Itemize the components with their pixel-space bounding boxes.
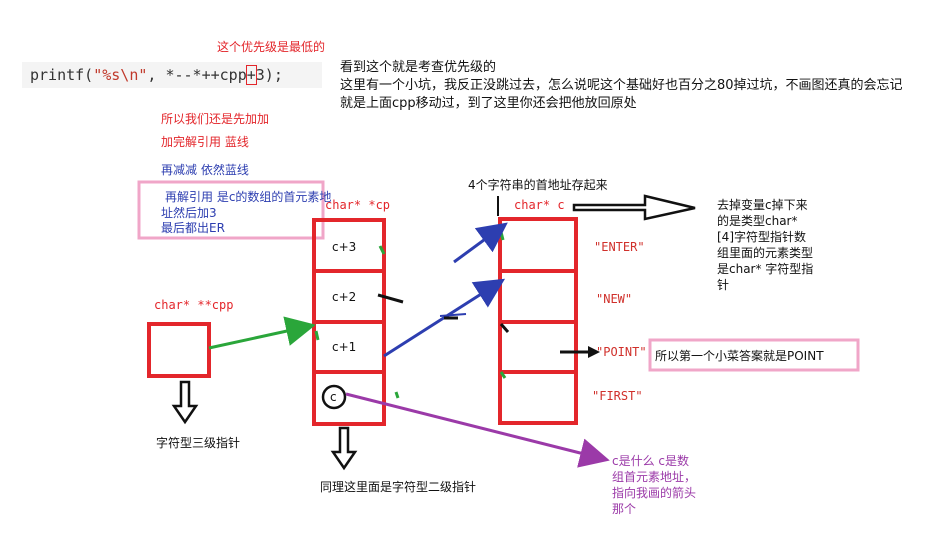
black-mark bbox=[499, 323, 510, 333]
green-tick bbox=[314, 330, 320, 341]
code-plus-operator: + bbox=[245, 65, 257, 85]
type-note-line-3: [4]字符型指针数 bbox=[717, 230, 806, 244]
cp-declaration: char* *cp bbox=[325, 198, 391, 212]
cpp-declaration: char* **cpp bbox=[154, 298, 234, 312]
c-what-line-3: 指向我画的箭头 bbox=[612, 486, 697, 500]
intro-line-3: 就是上面cpp移动过，到了这里你还会把他放回原处 bbox=[340, 96, 637, 111]
store-note: 4个字符串的首地址存起来 bbox=[468, 178, 608, 192]
cp-down-arrow bbox=[330, 426, 358, 471]
step4-note-line-2: 址然后加3 bbox=[161, 206, 217, 220]
blue-dash bbox=[439, 313, 467, 317]
step1-note: 所以我们还是先加加 bbox=[161, 112, 270, 126]
type-note-line-2: 的是类型char* bbox=[717, 214, 798, 228]
type-note-line-5: 是char* 字符型指 bbox=[717, 262, 814, 276]
cpp-to-cp-arrow bbox=[208, 316, 316, 350]
step4-note-frame bbox=[137, 180, 325, 240]
cp-type-note: 同理这里面是字符型二级指针 bbox=[320, 480, 477, 494]
answer-note: 所以第一个小菜答案就是POINT bbox=[655, 349, 824, 363]
code-suffix: 3); bbox=[255, 66, 283, 84]
c-what-line-2: 组首元素地址， bbox=[612, 470, 697, 484]
string-point: "POINT" bbox=[596, 345, 647, 359]
type-note-line-4: 组里面的元素类型 bbox=[717, 246, 814, 260]
store-arrow bbox=[572, 194, 696, 221]
code-prefix: printf( bbox=[30, 66, 94, 84]
type-note-line-1: 去掉变量c掉下来 bbox=[717, 198, 808, 212]
code-format-string: "%s\n" bbox=[93, 66, 148, 84]
c-what-line-4: 那个 bbox=[612, 502, 637, 516]
code-background bbox=[22, 62, 322, 88]
intro-line-2: 这里有一个小坑，我反正没跳过去，怎么说呢这个基础好也百分之80掉过坑，不画图还真… bbox=[340, 78, 903, 93]
blue-arrow-new bbox=[383, 278, 506, 358]
code-line: printf("%s\n", *--*++cpp+3); bbox=[30, 65, 283, 85]
code-expression: , *--*++cpp bbox=[147, 66, 247, 84]
green-tick bbox=[499, 231, 505, 241]
intro-line-1: 看到这个就是考查优先级的 bbox=[340, 60, 497, 75]
priority-note: 这个优先级是最低的 bbox=[217, 40, 326, 54]
step4-note-line-1: 再解引用 是c的数组的首元素地 bbox=[165, 190, 332, 204]
cp-cell-c: c bbox=[330, 390, 337, 404]
c-meaning-arrow bbox=[345, 392, 610, 468]
green-tick bbox=[499, 371, 507, 379]
cpp-down-arrow bbox=[171, 380, 199, 425]
c-declaration: char* c bbox=[514, 198, 565, 212]
green-tick bbox=[394, 391, 400, 399]
cp-cell-c-plus-3: c+3 bbox=[332, 240, 357, 254]
string-enter: "ENTER" bbox=[594, 240, 645, 254]
blue-arrow-enter bbox=[453, 222, 508, 264]
c-what-line-1: c是什么 c是数 bbox=[612, 454, 690, 468]
step3-note: 再减减 依然蓝线 bbox=[161, 163, 249, 177]
c-circle bbox=[321, 384, 347, 410]
cpp-type-note: 字符型三级指针 bbox=[156, 436, 241, 450]
cp-cell-c-plus-2: c+2 bbox=[332, 290, 357, 304]
cpp-box bbox=[147, 322, 211, 378]
step2-note: 加完解引用 蓝线 bbox=[161, 135, 249, 149]
type-note-line-6: 针 bbox=[717, 278, 730, 292]
string-new: "NEW" bbox=[596, 292, 633, 306]
cp-cell-c-plus-1: c+1 bbox=[332, 340, 357, 354]
black-mark bbox=[377, 293, 404, 304]
step4-note-line-3: 最后都出ER bbox=[161, 221, 225, 235]
answer-arrow-head bbox=[588, 346, 600, 358]
answer-frame bbox=[648, 338, 860, 372]
string-first: "FIRST" bbox=[592, 389, 643, 403]
green-tick bbox=[378, 245, 386, 255]
